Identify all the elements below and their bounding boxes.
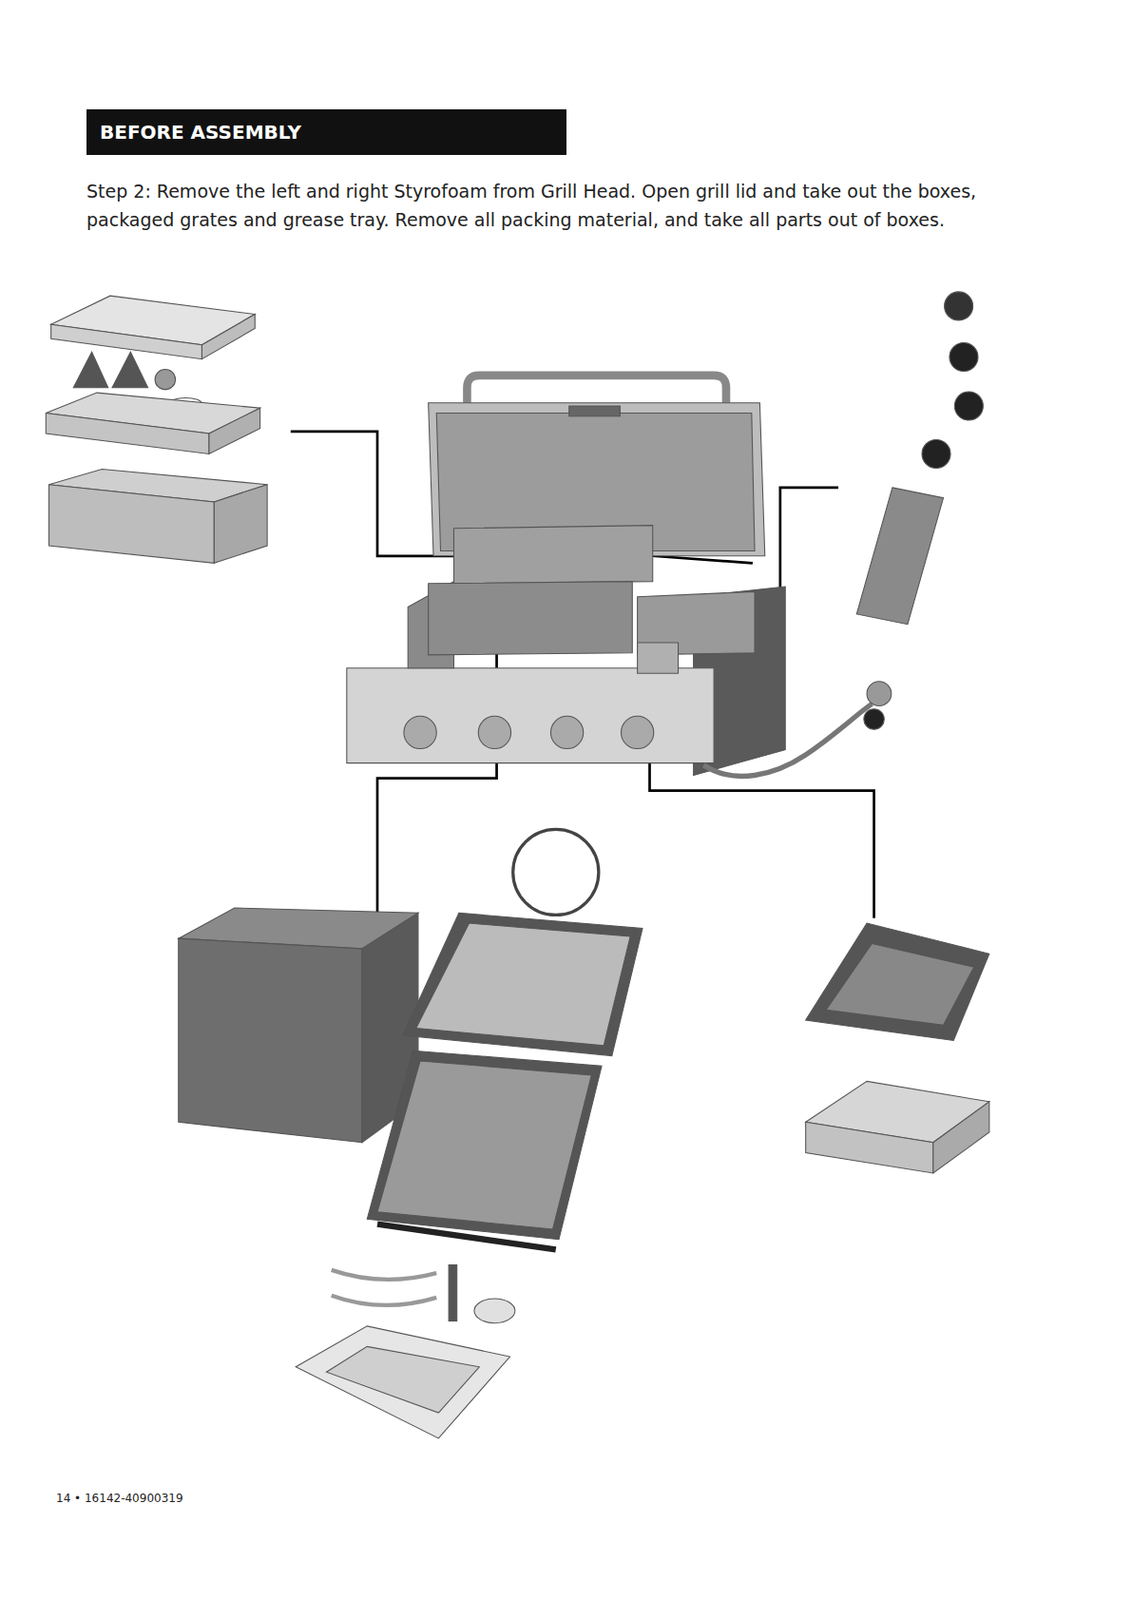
burner-grate bbox=[513, 828, 599, 915]
box-tray bbox=[805, 1121, 934, 1173]
rail bbox=[377, 1224, 557, 1250]
page-footer: 14 • 16142-40900319 bbox=[56, 1490, 437, 1506]
step-instruction: Step 2: Remove the left and right Styrof… bbox=[86, 176, 1066, 234]
knob bbox=[620, 715, 653, 749]
heat-shield bbox=[112, 351, 149, 388]
knob bbox=[478, 715, 511, 749]
grease-tray bbox=[366, 1050, 602, 1240]
cooking-grate bbox=[402, 912, 643, 1056]
caster bbox=[954, 391, 983, 421]
thermometer bbox=[569, 405, 621, 417]
box bbox=[178, 938, 363, 1143]
burner bbox=[825, 943, 975, 1026]
knob bbox=[403, 715, 437, 749]
caster bbox=[944, 291, 974, 321]
cooking-grate bbox=[416, 922, 631, 1046]
gas-hose bbox=[703, 703, 872, 776]
regulator bbox=[863, 709, 884, 730]
box-tray bbox=[209, 407, 261, 454]
control-panel bbox=[346, 668, 714, 764]
exploded-view bbox=[45, 291, 990, 1439]
grease-tray bbox=[377, 1060, 592, 1229]
knob bbox=[154, 368, 175, 389]
box bbox=[856, 487, 943, 625]
styrofoam-tray bbox=[295, 1325, 510, 1439]
burner bbox=[805, 922, 990, 1040]
box-lid bbox=[201, 313, 255, 359]
caster bbox=[949, 343, 979, 372]
casters bbox=[921, 291, 983, 469]
control-knobs bbox=[403, 715, 654, 749]
box bbox=[428, 581, 634, 655]
handle bbox=[331, 1269, 438, 1280]
box-tray bbox=[933, 1101, 990, 1173]
box bbox=[637, 642, 679, 673]
leader-line bbox=[652, 556, 753, 564]
ring bbox=[474, 1298, 516, 1324]
styrofoam-tray bbox=[326, 1345, 480, 1413]
box-lid bbox=[51, 324, 203, 359]
regulator bbox=[866, 681, 892, 707]
box-tray bbox=[45, 413, 210, 455]
knob bbox=[550, 715, 583, 749]
handle bbox=[331, 1295, 438, 1305]
section-heading: BEFORE ASSEMBLY bbox=[86, 109, 567, 155]
box bbox=[49, 484, 215, 564]
caster bbox=[921, 439, 951, 468]
heat-shield bbox=[73, 351, 108, 388]
bracket bbox=[448, 1265, 458, 1322]
box bbox=[453, 525, 653, 584]
box bbox=[213, 484, 268, 564]
